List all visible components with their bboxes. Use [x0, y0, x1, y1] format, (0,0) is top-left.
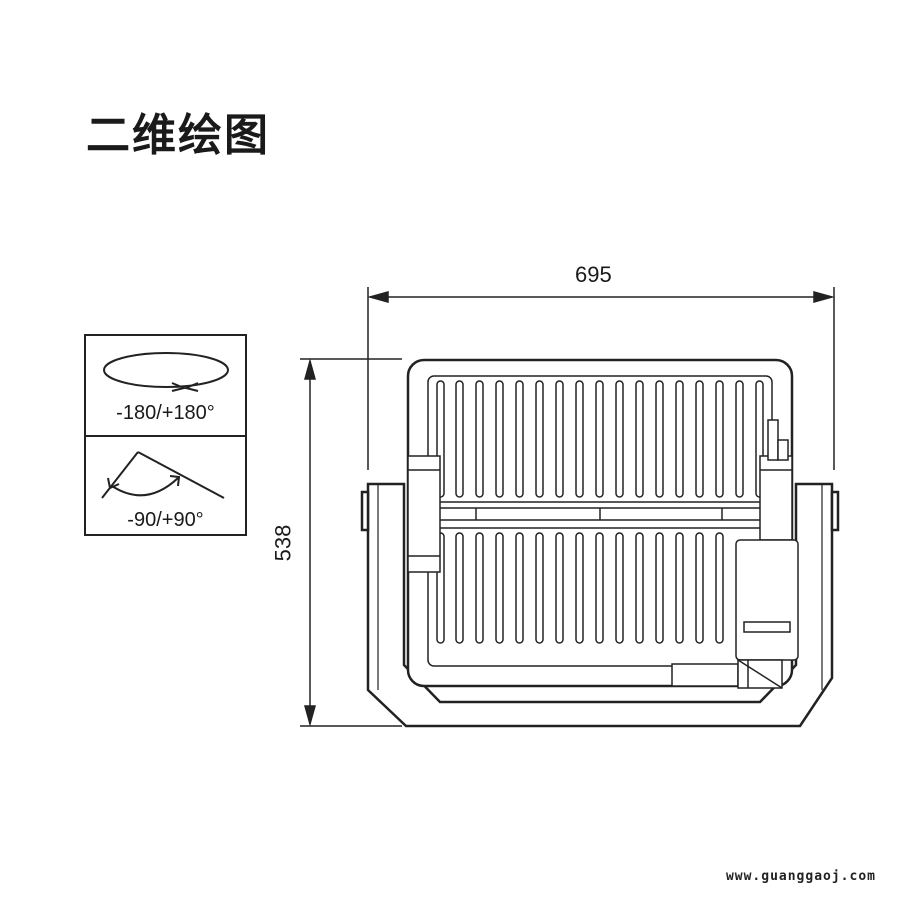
adjustment-legend: -180/+180° -90/+90°: [84, 334, 247, 536]
upper-cooling-fins: [436, 380, 764, 498]
side-hinges: [407, 419, 793, 573]
watermark-text: www.guanggaoj.com: [725, 869, 876, 884]
tilt-icon: [101, 451, 225, 499]
height-dimension-line: [300, 358, 402, 727]
rotation-icon: [103, 352, 229, 392]
page-title: 二维绘图: [86, 110, 270, 161]
legend-divider: [86, 435, 245, 437]
tilt-label: -90/+90°: [127, 509, 204, 531]
width-dimension-line: [367, 287, 835, 470]
driver-box: [671, 539, 799, 689]
width-dimension-label: 695: [575, 262, 612, 287]
mounting-bracket: [360, 482, 840, 728]
lower-cooling-fins: [436, 532, 724, 644]
rotation-label: -180/+180°: [116, 402, 215, 424]
